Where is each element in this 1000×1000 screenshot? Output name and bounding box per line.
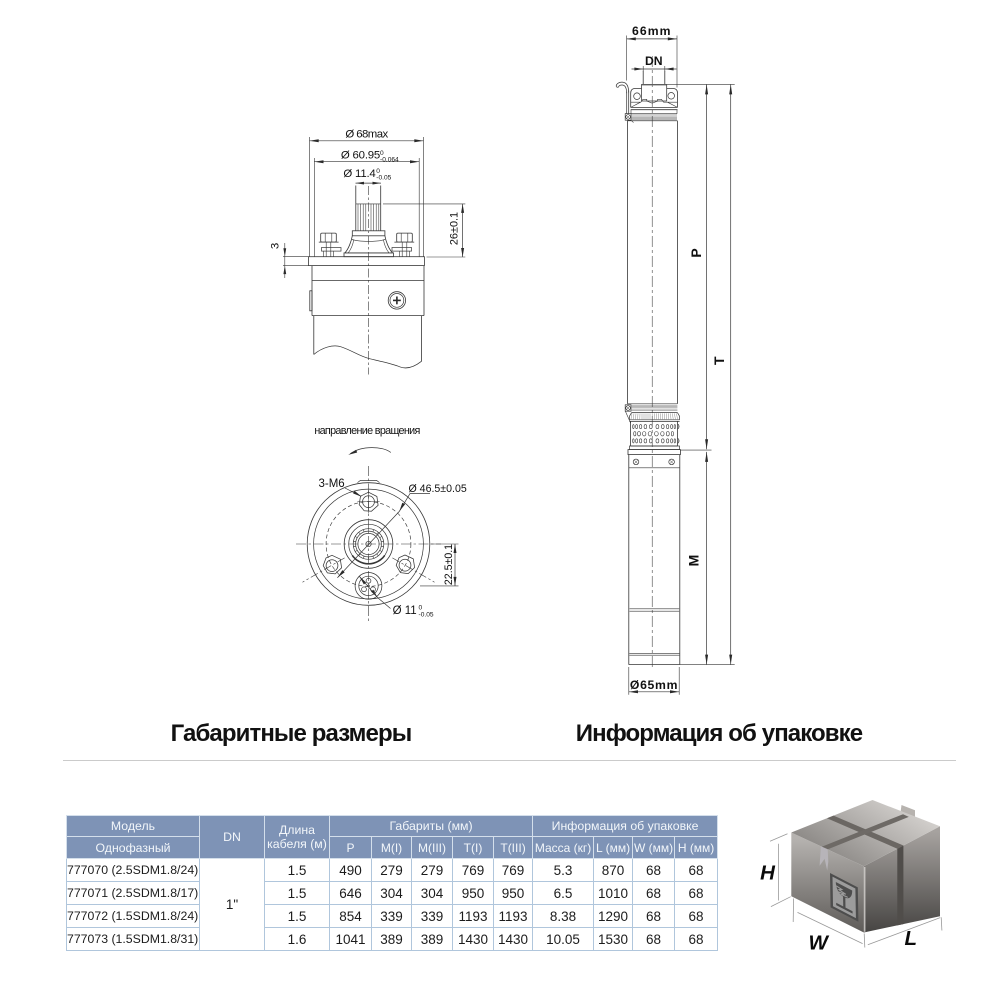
svg-text:DN: DN xyxy=(645,54,663,68)
svg-text:0: 0 xyxy=(376,168,380,175)
svg-text:66mm: 66mm xyxy=(632,24,672,38)
svg-text:-0.05: -0.05 xyxy=(376,175,391,182)
svg-text:3: 3 xyxy=(270,243,282,249)
svg-text:-0.064: -0.064 xyxy=(380,157,399,164)
svg-text:Ø 11.4: Ø 11.4 xyxy=(343,168,375,180)
svg-text:P: P xyxy=(688,248,704,257)
svg-text:L: L xyxy=(905,927,918,950)
svg-text:0: 0 xyxy=(380,150,384,157)
svg-text:22.5±0.1: 22.5±0.1 xyxy=(443,544,455,585)
svg-text:Ø 11: Ø 11 xyxy=(393,605,417,617)
svg-text:Ø65mm: Ø65mm xyxy=(630,678,678,692)
svg-text:T: T xyxy=(711,356,727,365)
svg-text:Ø 60.95: Ø 60.95 xyxy=(341,149,380,161)
svg-text:0: 0 xyxy=(419,605,423,612)
svg-text:26±0.1: 26±0.1 xyxy=(449,212,461,245)
svg-text:M: M xyxy=(686,555,702,567)
svg-text:Ø 46.5±0.05: Ø 46.5±0.05 xyxy=(409,483,467,495)
svg-text:H: H xyxy=(760,862,776,885)
svg-text:W: W xyxy=(809,931,830,954)
svg-text:-0.05: -0.05 xyxy=(419,612,434,619)
svg-text:Ø 68max: Ø 68max xyxy=(345,129,388,141)
svg-text:направление вращения: направление вращения xyxy=(314,425,420,437)
svg-text:3-M6: 3-M6 xyxy=(319,478,345,490)
